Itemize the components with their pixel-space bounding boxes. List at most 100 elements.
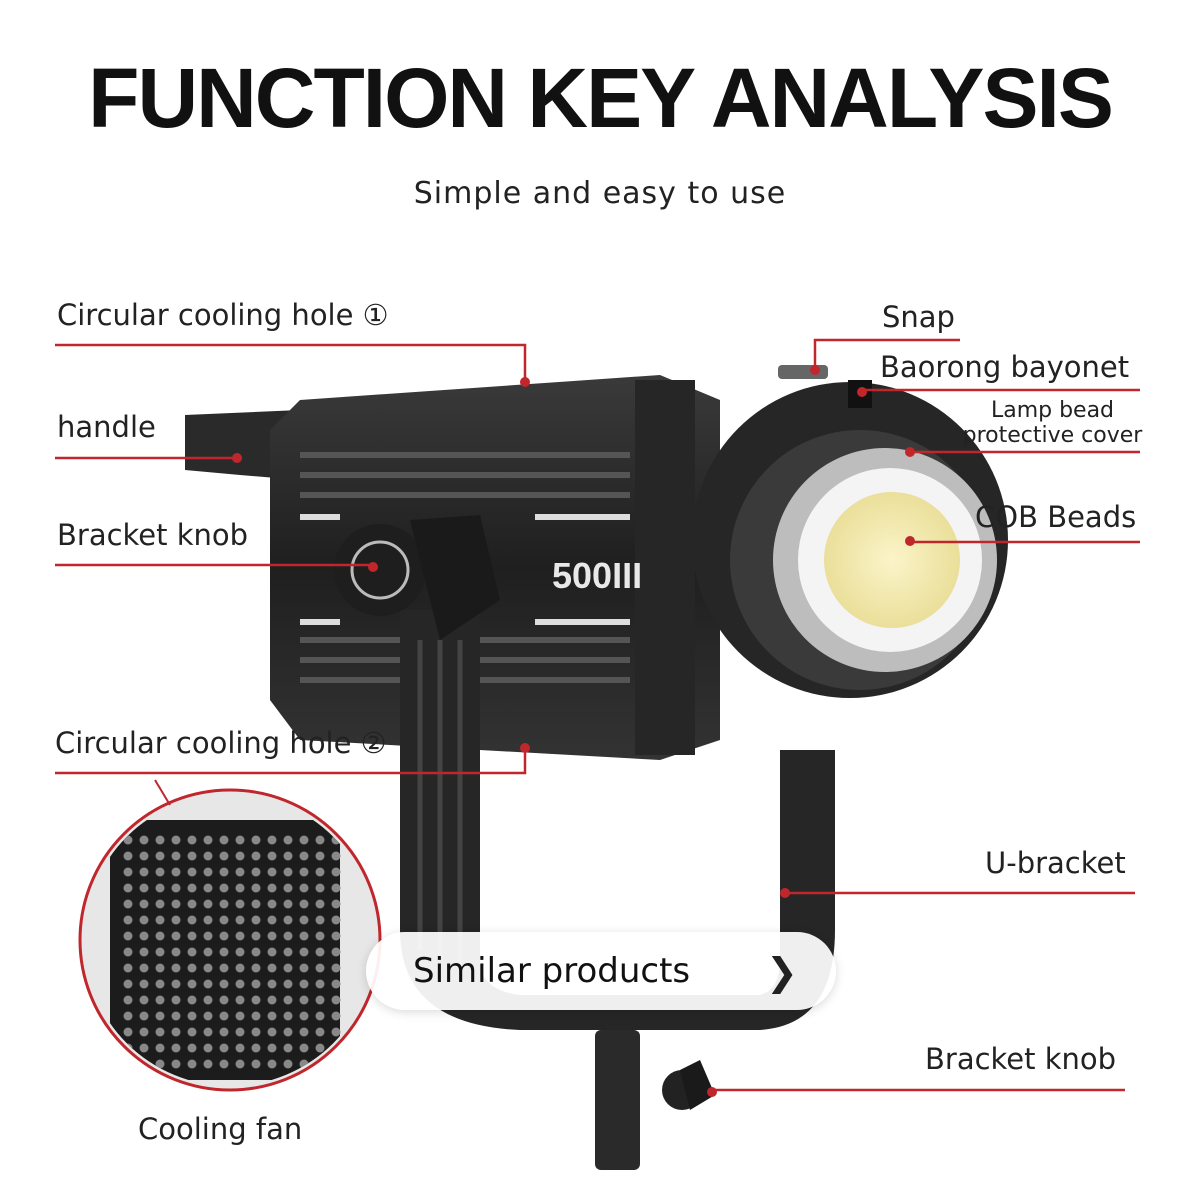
grille-hole	[251, 883, 261, 893]
grille-hole	[219, 1011, 229, 1021]
label-cover-line1: Lamp bead	[990, 398, 1115, 423]
grille-hole	[235, 899, 245, 909]
grille-hole	[235, 1027, 245, 1037]
label-cob: COB Beads	[975, 500, 1137, 534]
grille-hole	[331, 883, 341, 893]
grille-hole	[251, 1011, 261, 1021]
grille-hole	[235, 835, 245, 845]
snap	[778, 365, 828, 379]
grille-hole	[203, 979, 213, 989]
grille-hole	[155, 851, 165, 861]
grille-hole	[235, 979, 245, 989]
grille-hole	[139, 963, 149, 973]
label-u-bracket: U-bracket	[985, 846, 1126, 880]
grille-hole	[123, 963, 133, 973]
grille-hole	[283, 1011, 293, 1021]
grille-hole	[171, 931, 181, 941]
grille-hole	[267, 883, 277, 893]
grille-hole	[235, 963, 245, 973]
grille-hole	[219, 851, 229, 861]
grille-hole	[187, 835, 197, 845]
grille-hole	[267, 915, 277, 925]
grille-hole	[139, 1027, 149, 1037]
grille-hole	[267, 1011, 277, 1021]
grille-hole	[315, 979, 325, 989]
grille-hole	[155, 1043, 165, 1053]
cooling-fan-inset	[78, 788, 382, 1092]
grille-hole	[203, 947, 213, 957]
similar-products-button[interactable]: Similar products ❯	[366, 932, 836, 1010]
grille-hole	[219, 1043, 229, 1053]
grille-hole	[299, 867, 309, 877]
grille-hole	[267, 963, 277, 973]
grille-hole	[171, 867, 181, 877]
grille-hole	[219, 835, 229, 845]
grille-hole	[219, 867, 229, 877]
grille-hole	[203, 1027, 213, 1037]
grille-hole	[235, 883, 245, 893]
grille-hole	[251, 931, 261, 941]
page-subtitle: Simple and easy to use	[413, 176, 787, 211]
grille-hole	[267, 1043, 277, 1053]
grille-hole	[251, 835, 261, 845]
label-bracket-knob-right: Bracket knob	[925, 1042, 1117, 1076]
grille-hole	[299, 979, 309, 989]
label-bayonet: Baorong bayonet	[880, 350, 1130, 384]
grille-hole	[219, 947, 229, 957]
grille-hole	[299, 931, 309, 941]
grille-hole	[235, 1059, 245, 1069]
grille-hole	[123, 1011, 133, 1021]
grille-hole	[187, 1027, 197, 1037]
grille-hole	[315, 1043, 325, 1053]
grille-hole	[267, 835, 277, 845]
leader-lines	[55, 338, 1140, 1092]
grille-hole	[219, 995, 229, 1005]
grille-hole	[299, 947, 309, 957]
grille-hole	[315, 1027, 325, 1037]
grille-hole	[203, 835, 213, 845]
grille-hole	[139, 883, 149, 893]
grille-hole	[267, 1027, 277, 1037]
grille-hole	[171, 995, 181, 1005]
grille-hole	[203, 899, 213, 909]
grille-hole	[123, 883, 133, 893]
grille-hole	[187, 979, 197, 989]
grille-hole	[171, 963, 181, 973]
grille-hole	[267, 979, 277, 989]
grille-hole	[123, 947, 133, 957]
grille-hole	[139, 1043, 149, 1053]
grille-hole	[315, 963, 325, 973]
grille-hole	[219, 1027, 229, 1037]
grille-hole	[251, 1059, 261, 1069]
label-bracket-knob-left: Bracket knob	[57, 518, 249, 552]
grille-hole	[331, 1059, 341, 1069]
grille-hole	[235, 915, 245, 925]
grille-hole	[251, 867, 261, 877]
grille-hole	[267, 1059, 277, 1069]
grille-hole	[203, 883, 213, 893]
cob-beads	[824, 492, 960, 628]
lamp-body	[270, 375, 720, 760]
label-protective-cover: Lamp bead protective cover	[960, 398, 1145, 448]
grille-hole	[251, 947, 261, 957]
grille-hole	[171, 835, 181, 845]
grille-hole	[251, 899, 261, 909]
grille-hole	[315, 915, 325, 925]
grille-hole	[203, 963, 213, 973]
model-text: 500III	[552, 555, 642, 596]
grille-hole	[187, 1059, 197, 1069]
grille-hole	[139, 851, 149, 861]
grille-hole	[283, 1043, 293, 1053]
grille-hole	[251, 1027, 261, 1037]
grille-hole	[267, 851, 277, 861]
grille-hole	[235, 1043, 245, 1053]
leader-dots	[232, 365, 915, 1097]
grille-hole	[283, 835, 293, 845]
grille-hole	[187, 883, 197, 893]
grille-hole	[283, 947, 293, 957]
grille-hole	[187, 963, 197, 973]
grille-hole	[139, 835, 149, 845]
grille-hole	[171, 947, 181, 957]
grille-hole	[283, 1027, 293, 1037]
grille-hole	[155, 947, 165, 957]
